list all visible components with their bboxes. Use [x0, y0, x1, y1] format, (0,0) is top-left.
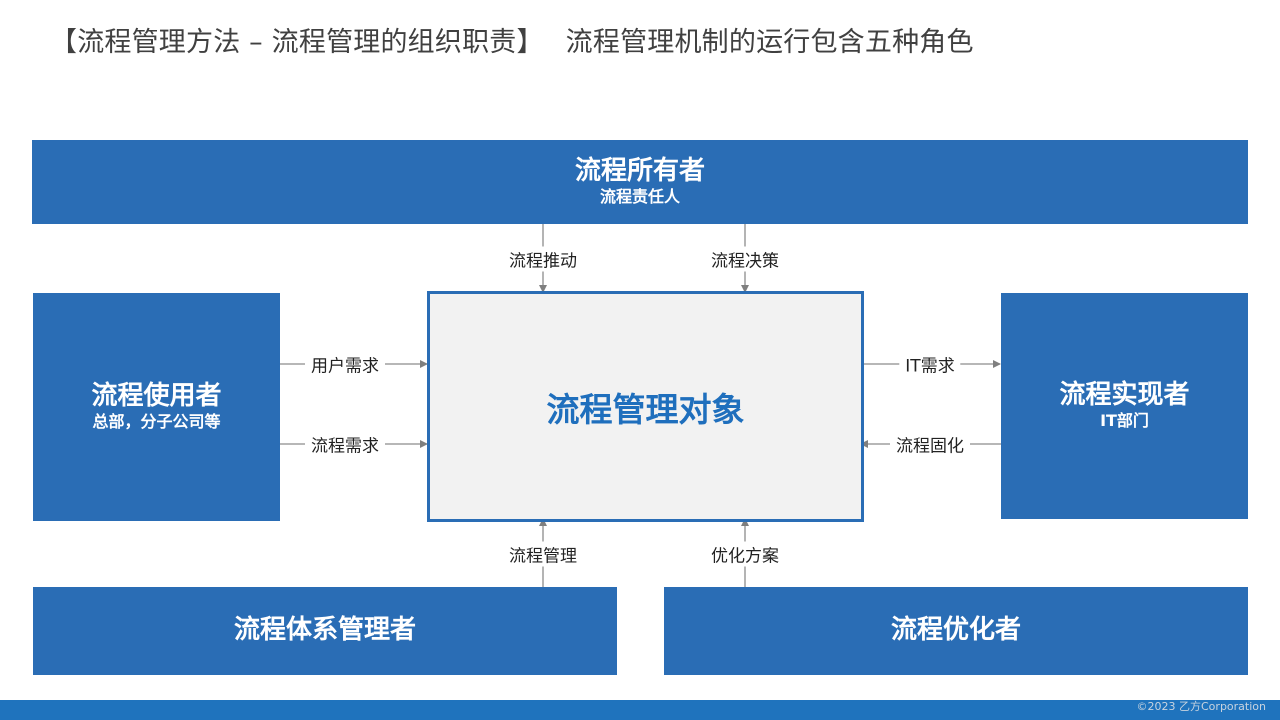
slide-title-sub: 流程管理机制的运行包含五种角色 — [565, 27, 974, 58]
role-box-optimizer: 流程优化者 — [664, 587, 1248, 675]
role-name: 流程实现者 — [1059, 379, 1190, 410]
slide-title-main: 【流程管理方法 – 流程管理的组织职责】 — [50, 27, 544, 58]
flow-label-process-solidify: 流程固化 — [890, 431, 970, 457]
role-name: 流程优化者 — [890, 615, 1021, 646]
role-box-owner: 流程所有者 流程责任人 — [32, 140, 1248, 224]
flow-label-process-demand: 流程需求 — [305, 431, 385, 457]
flow-label-owner-push: 流程推动 — [503, 246, 583, 272]
slide-title: 【流程管理方法 – 流程管理的组织职责】流程管理机制的运行包含五种角色 — [50, 20, 974, 59]
role-desc: 流程责任人 — [599, 186, 680, 206]
role-desc: IT部门 — [1100, 410, 1149, 430]
flow-label-optimize-plan: 优化方案 — [705, 541, 785, 567]
role-box-user: 流程使用者 总部，分子公司等 — [33, 293, 280, 521]
footer-bar — [0, 700, 1280, 720]
role-desc: 总部，分子公司等 — [92, 411, 221, 431]
role-name: 流程体系管理者 — [233, 615, 416, 646]
flow-label-process-manage: 流程管理 — [503, 541, 583, 567]
role-box-implementer: 流程实现者 IT部门 — [1001, 293, 1248, 519]
flow-label-user-demand: 用户需求 — [305, 351, 385, 377]
flow-label-it-demand: IT需求 — [899, 351, 961, 377]
role-box-system-manager: 流程体系管理者 — [33, 587, 617, 675]
copyright-text: ©2023 乙方Corporation — [1136, 700, 1266, 713]
center-object-label: 流程管理对象 — [546, 389, 745, 429]
flow-label-owner-decide: 流程决策 — [705, 246, 785, 272]
role-name: 流程使用者 — [91, 380, 222, 411]
role-name: 流程所有者 — [574, 155, 705, 186]
center-object-box: 流程管理对象 — [427, 291, 864, 522]
